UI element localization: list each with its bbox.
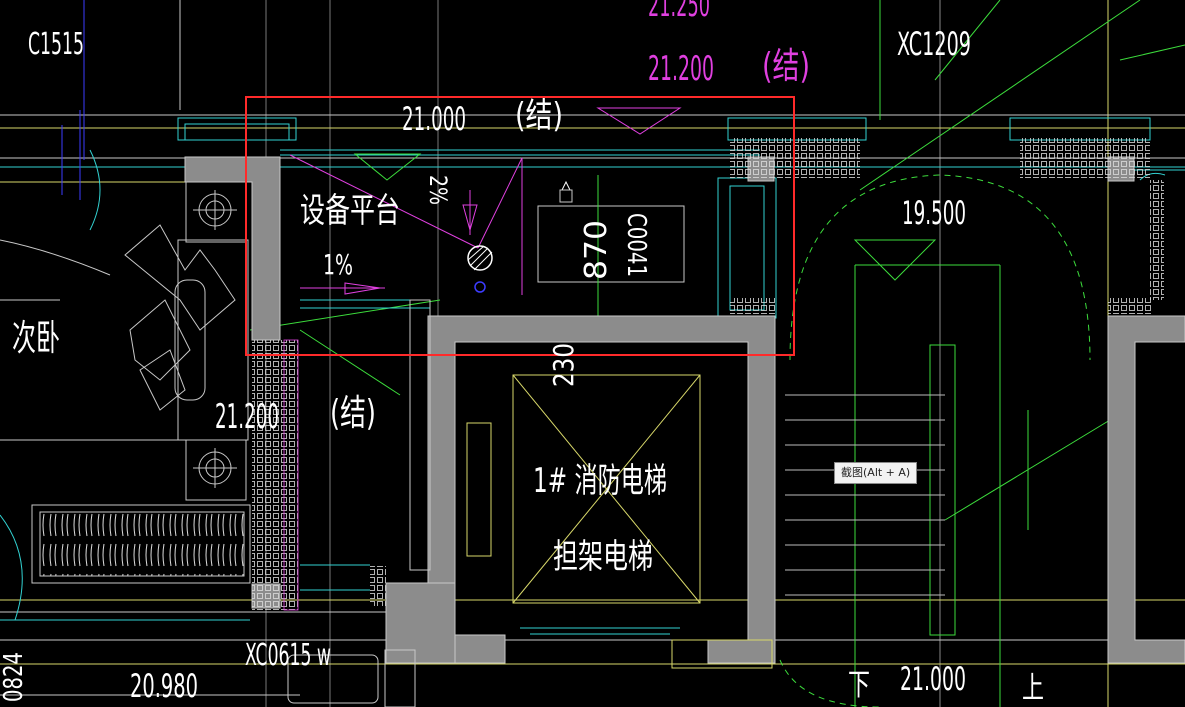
elevator-shaft	[466, 374, 701, 604]
stair-treads	[785, 394, 945, 596]
label-level-21000-top: 21.000	[402, 100, 466, 138]
hatched-areas	[252, 138, 1164, 611]
cyan-arcs	[0, 149, 1166, 621]
label-dim-870: 870	[579, 220, 614, 280]
label-slope-2: 2%	[424, 175, 452, 205]
screenshot-tooltip: 截图(Alt + A)	[834, 462, 918, 484]
label-level-20980: 20.980	[130, 667, 198, 705]
label-level-21250: 21.250	[648, 0, 710, 24]
selection-rectangle[interactable]	[245, 96, 795, 356]
label-slope-1: 1%	[323, 248, 353, 281]
label-jie-mid: (结)	[515, 96, 563, 136]
label-xc1209: XC1209	[897, 25, 971, 63]
label-dim-0824: 0824	[0, 652, 29, 702]
drawing-labels: C1515 XC1209 21.250 21.200 (结) 21.000 (结…	[0, 0, 1044, 706]
ac-unit-box	[537, 175, 685, 340]
label-level-21200-mid: 21.200	[215, 397, 279, 437]
label-dim-c0041: C0041	[621, 213, 651, 277]
label-jie-top: (结)	[762, 46, 810, 87]
left-equipment	[0, 181, 251, 584]
label-dim-230: 230	[547, 343, 580, 387]
label-level-21000-bottom: 21.000	[900, 660, 966, 698]
label-level-21200-top: 21.200	[648, 49, 714, 89]
label-c1515: C1515	[28, 27, 84, 62]
drain-symbol	[467, 245, 493, 293]
magenta-lines	[289, 107, 682, 295]
label-platform: 设备平台	[300, 191, 400, 231]
label-down: 下	[848, 668, 870, 703]
label-up: 上	[1022, 671, 1044, 706]
label-jie-lower: (结)	[330, 393, 376, 434]
dashed-arcs	[779, 174, 1091, 707]
label-bedroom: 次卧	[12, 318, 60, 359]
green-lines	[249, 0, 1185, 707]
misc-outlines	[0, 299, 773, 707]
label-xc0615: XC0615 w	[245, 638, 331, 673]
cyan-frames	[0, 117, 1185, 635]
label-elevator-2: 担架电梯	[553, 537, 653, 577]
label-elevator-1: 1# 消防电梯	[533, 461, 667, 501]
label-level-19500: 19.500	[902, 194, 966, 232]
